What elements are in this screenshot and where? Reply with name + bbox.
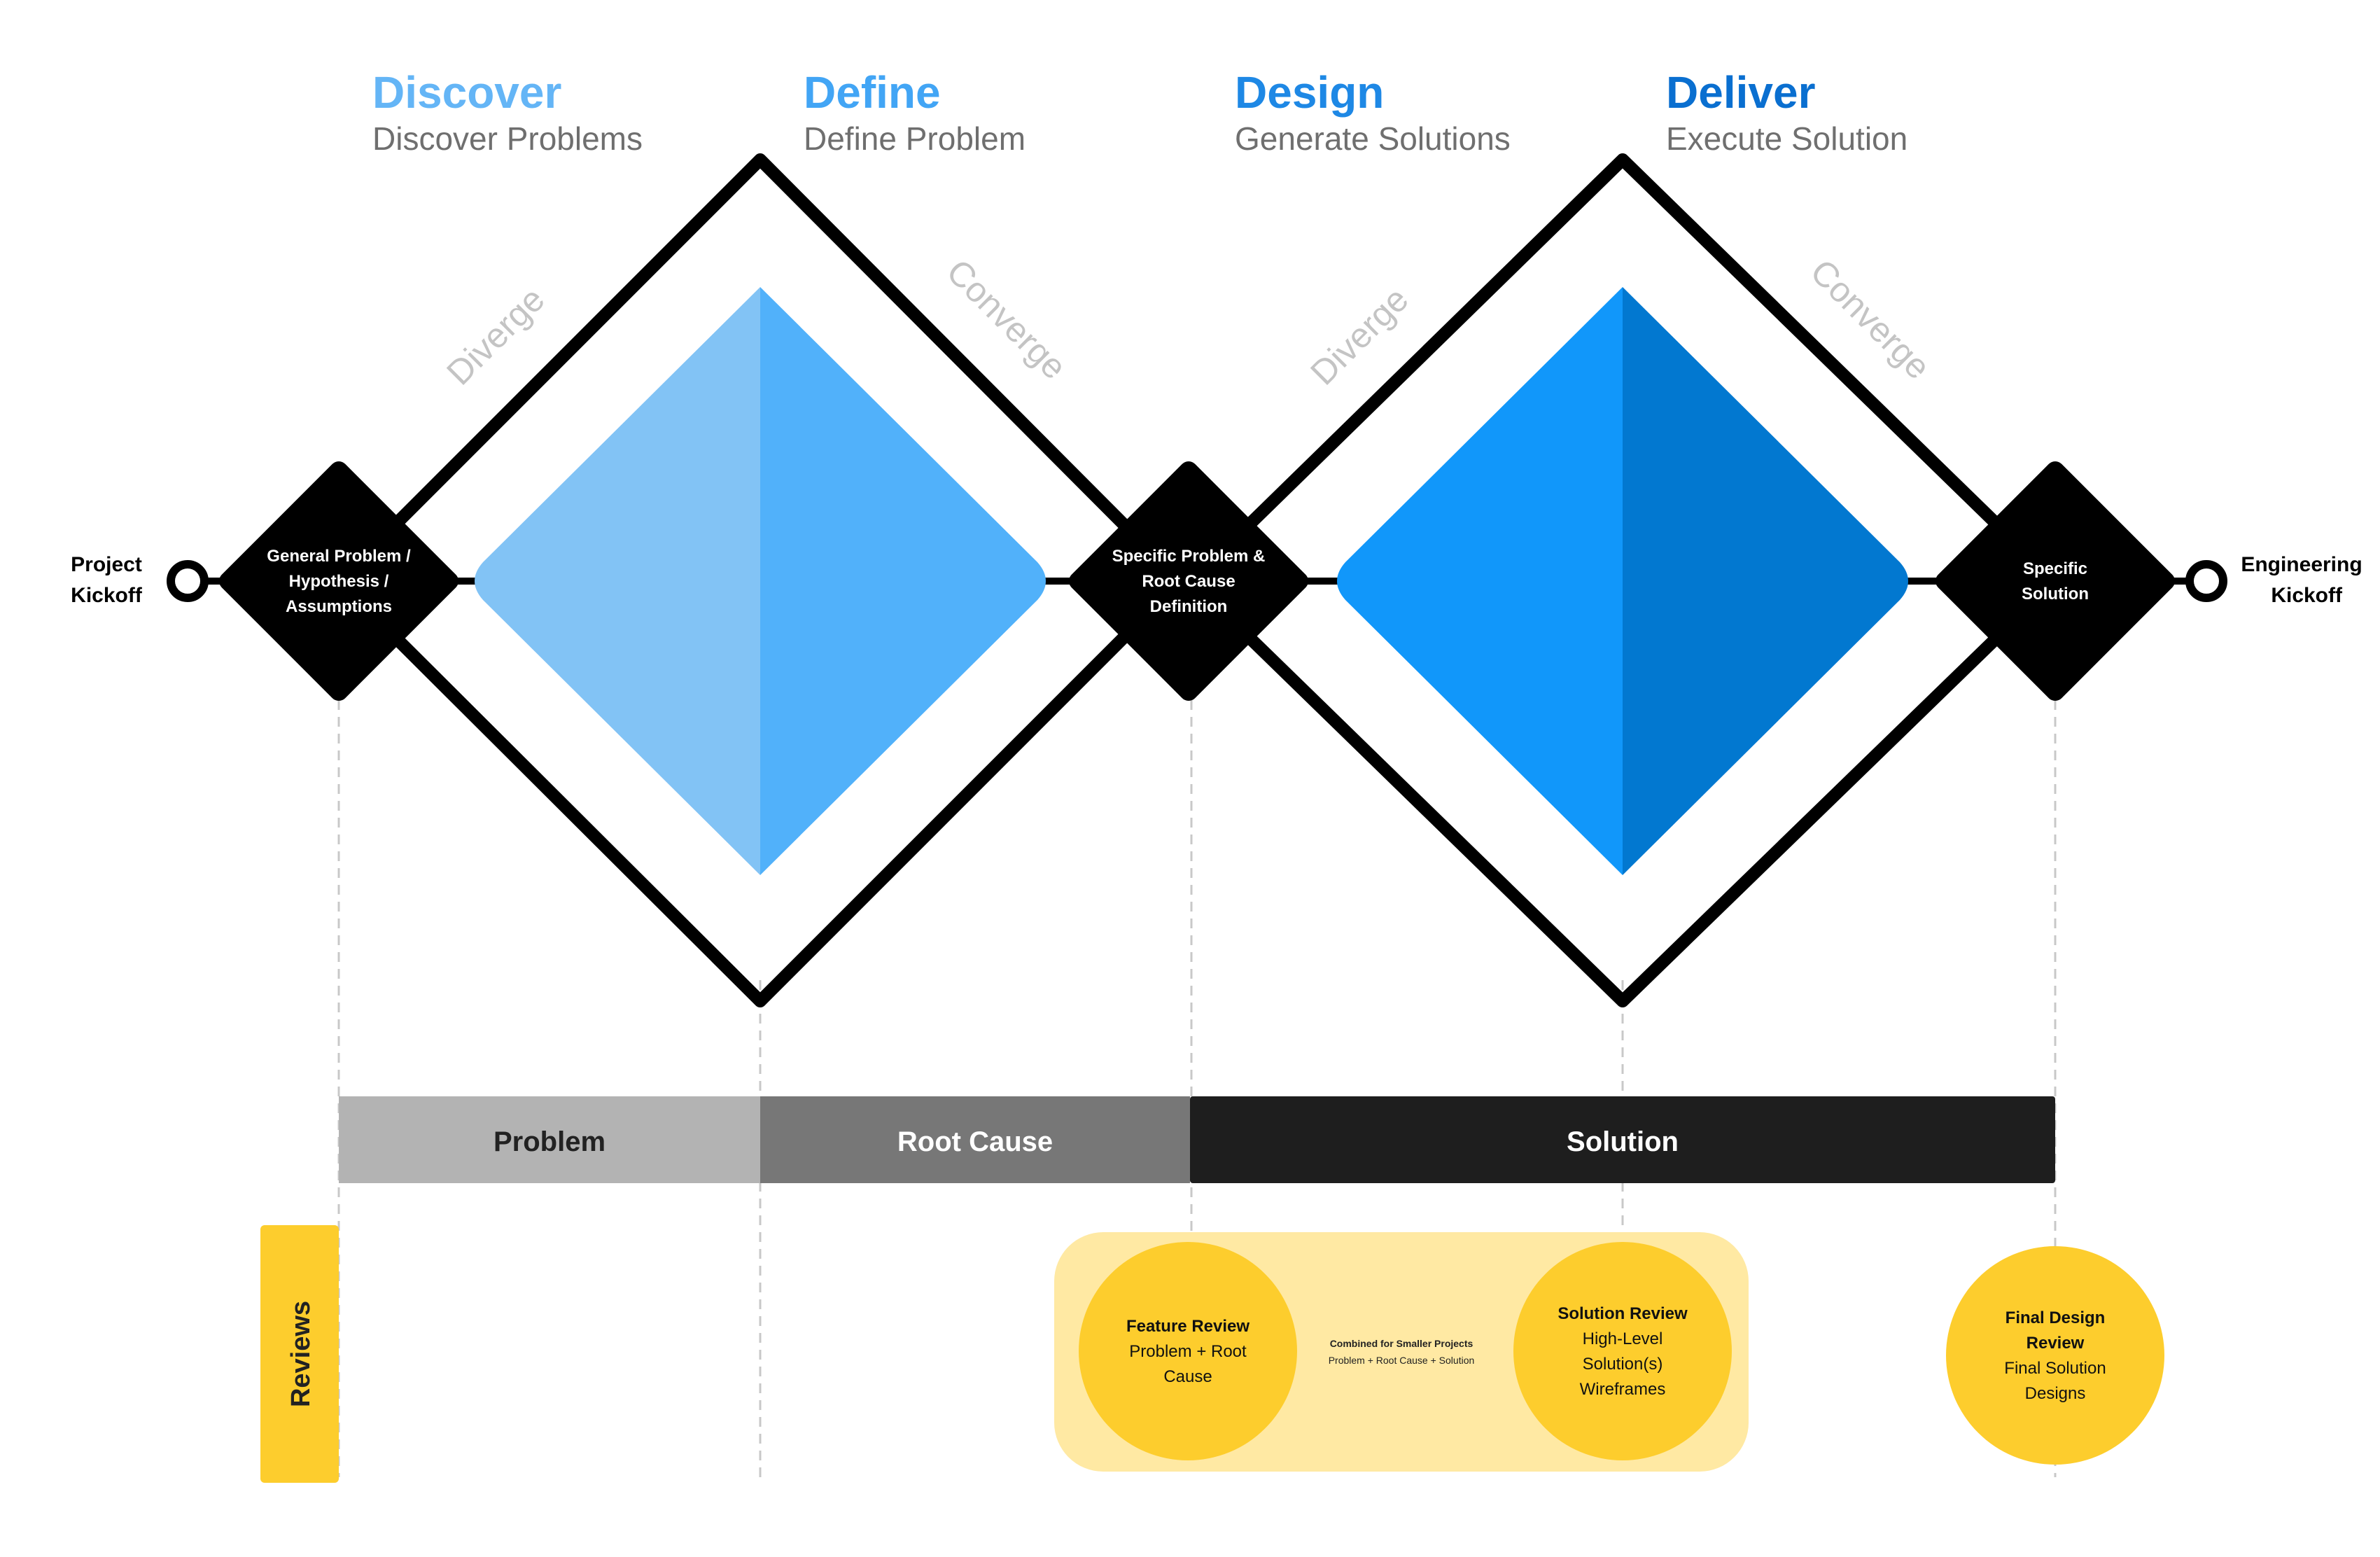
reviews-tab: Reviews xyxy=(260,1225,339,1483)
solution-review-title: Solution Review xyxy=(1558,1304,1688,1323)
review-solution: Solution Review High-Level Solution(s) W… xyxy=(1513,1242,1732,1460)
inner-diamond-2 xyxy=(1337,287,1908,875)
bar-solution xyxy=(1190,1096,2055,1183)
solution-review-line-3: Wireframes xyxy=(1580,1380,1666,1399)
node-3-line-1: Specific xyxy=(2023,559,2087,578)
reviews-tab-background xyxy=(260,1225,339,1483)
combined-note: Combined for Smaller Projects xyxy=(1330,1338,1474,1349)
phase-headers: Discover Discover Problems Define Define… xyxy=(372,67,1907,157)
bar-root-cause-label: Root Cause xyxy=(897,1126,1053,1157)
inner-diamond-1 xyxy=(475,287,1046,875)
phase-subtitle-discover: Discover Problems xyxy=(372,120,643,157)
start-endpoint-icon xyxy=(167,560,209,602)
stage-bars: Problem Root Cause Solution xyxy=(339,1096,2055,1183)
end-label-line-2: Kickoff xyxy=(2271,584,2343,607)
node-2-line-1: Specific Problem & xyxy=(1112,547,1266,566)
final-design-review-title-1: Final Design xyxy=(2005,1308,2106,1327)
bar-solution-label: Solution xyxy=(1567,1126,1679,1157)
phase-title-design: Design xyxy=(1235,67,1384,118)
final-design-review-line-2: Designs xyxy=(2025,1384,2086,1403)
solution-review-line-2: Solution(s) xyxy=(1583,1355,1663,1374)
solution-review-line-1: High-Level xyxy=(1583,1329,1663,1348)
inner-diamond-2-right xyxy=(1623,287,1908,875)
phase-subtitle-design: Generate Solutions xyxy=(1235,120,1511,157)
milestone-node-2: Specific Problem & Root Cause Definition xyxy=(1069,461,1308,701)
phase-title-discover: Discover xyxy=(372,67,561,118)
feature-review-title: Feature Review xyxy=(1126,1317,1250,1336)
phase-subtitle-define: Define Problem xyxy=(804,120,1026,157)
review-feature: Feature Review Problem + Root Cause xyxy=(1079,1242,1297,1460)
feature-review-circle xyxy=(1079,1242,1297,1460)
node-1-line-3: Assumptions xyxy=(286,597,392,616)
milestone-node-1: General Problem / Hypothesis / Assumptio… xyxy=(219,461,458,701)
start-label-line-1: Project xyxy=(71,553,142,576)
inner-diamond-2-left xyxy=(1337,287,1623,875)
milestone-node-3: Specific Solution xyxy=(1935,461,2175,701)
combined-detail: Problem + Root Cause + Solution xyxy=(1329,1355,1475,1366)
end-endpoint-icon xyxy=(2185,560,2227,602)
feature-review-line-2: Cause xyxy=(1163,1367,1212,1386)
phase-subtitle-deliver: Execute Solution xyxy=(1666,120,1907,157)
solution-review-circle xyxy=(1513,1242,1732,1460)
node-3-line-2: Solution xyxy=(2022,585,2089,603)
bar-root-cause xyxy=(760,1096,1190,1183)
inner-diamond-1-right xyxy=(760,287,1046,875)
end-label-line-1: Engineering xyxy=(2241,553,2362,576)
final-design-review-circle xyxy=(1946,1246,2164,1465)
final-design-review-line-1: Final Solution xyxy=(2004,1359,2106,1378)
diverge-label-1: Diverge xyxy=(439,279,552,392)
start-label-line-2: Kickoff xyxy=(71,584,143,607)
node-2-line-3: Definition xyxy=(1150,597,1228,616)
node-1-line-1: General Problem / xyxy=(267,547,411,566)
phase-title-deliver: Deliver xyxy=(1666,67,1815,118)
bar-problem xyxy=(339,1096,760,1183)
converge-label-2: Converge xyxy=(1803,252,1938,387)
feature-review-line-1: Problem + Root xyxy=(1129,1342,1247,1361)
phase-title-define: Define xyxy=(804,67,941,118)
final-design-review-title-2: Review xyxy=(2026,1334,2085,1353)
review-final-design: Final Design Review Final Solution Desig… xyxy=(1946,1246,2164,1465)
node-1-line-2: Hypothesis / xyxy=(289,572,389,591)
reviews-label: Reviews xyxy=(286,1301,316,1407)
node-2-line-2: Root Cause xyxy=(1142,572,1235,591)
inner-diamond-1-left xyxy=(475,287,760,875)
bar-problem-label: Problem xyxy=(493,1126,606,1157)
